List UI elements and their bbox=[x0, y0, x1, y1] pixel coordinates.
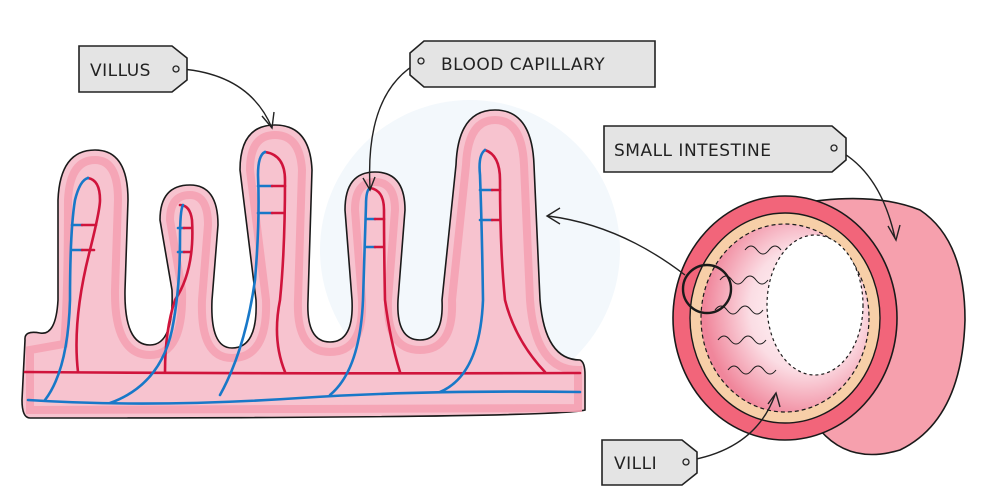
villus-inner-edge bbox=[26, 115, 582, 415]
vein-villus-4 bbox=[328, 186, 372, 397]
label-villi: VILLI bbox=[601, 439, 698, 486]
artery-villus-5 bbox=[483, 148, 547, 374]
intestine-lumen bbox=[766, 234, 864, 376]
artery-villus-2 bbox=[163, 203, 194, 374]
label-small-intestine-text: SMALL INTESTINE bbox=[614, 141, 771, 161]
vein-villus-2 bbox=[108, 203, 185, 405]
artery-villus-4 bbox=[368, 186, 402, 374]
label-blood-capillary: BLOOD CAPILLARY bbox=[409, 40, 656, 88]
artery-villus-3 bbox=[263, 150, 287, 374]
artery-main bbox=[23, 370, 582, 375]
magnify-circle bbox=[681, 263, 733, 315]
capillary-links bbox=[70, 184, 502, 254]
vein-main bbox=[26, 390, 582, 405]
vein-villus-5 bbox=[438, 148, 487, 394]
vein-villus-3 bbox=[218, 150, 267, 397]
villus-section bbox=[21, 109, 586, 419]
label-villus: VILLUS bbox=[78, 45, 188, 93]
small-intestine-tube bbox=[672, 195, 966, 456]
vein-villus-1 bbox=[43, 176, 90, 402]
label-villus-text: VILLUS bbox=[90, 61, 151, 81]
label-small-intestine: SMALL INTESTINE bbox=[603, 125, 847, 173]
label-blood-capillary-text: BLOOD CAPILLARY bbox=[441, 55, 605, 75]
label-villi-text: VILLI bbox=[614, 454, 657, 474]
artery-villus-1 bbox=[75, 176, 102, 374]
